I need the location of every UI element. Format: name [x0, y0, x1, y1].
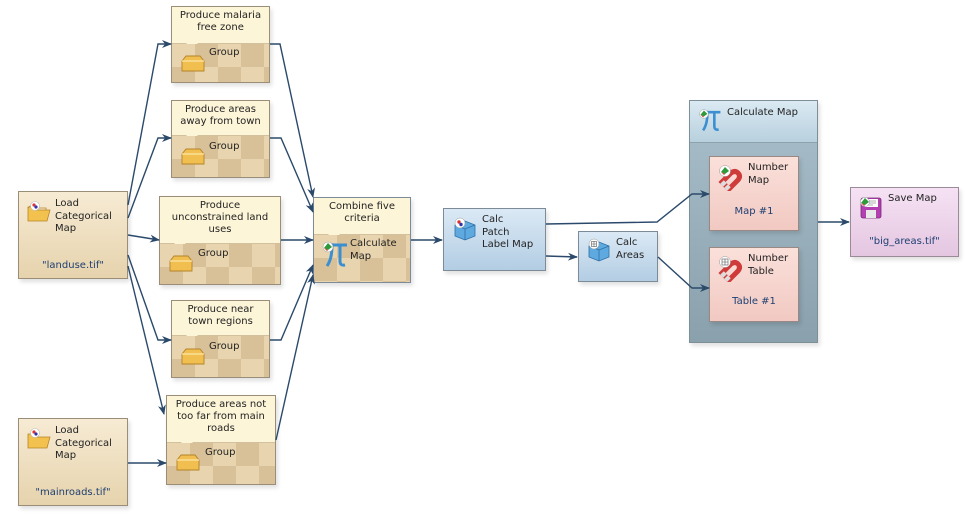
number-table-node[interactable]: Number Table Table #1: [709, 247, 799, 322]
group-description: Produce malaria free zone: [172, 7, 269, 49]
magnet-table-icon: [717, 254, 745, 285]
box-map-icon: [452, 216, 478, 245]
wire-calc-patch-to-calc-areas: [545, 252, 578, 261]
group-body: Group: [172, 136, 269, 177]
node-title: Save Map: [888, 193, 937, 204]
wire-main-roads-to-combine: [275, 274, 315, 441]
title-line: Load: [55, 425, 79, 436]
description-text: Produce malaria free zone: [179, 10, 262, 33]
folder-closed-icon: [180, 346, 206, 369]
group-description: Produce unconstrained land uses: [160, 197, 280, 249]
description-text: Produce unconstrained land uses: [171, 200, 269, 235]
node-title: Number Table: [748, 253, 788, 278]
title-line: Map: [748, 174, 770, 186]
node-value: "big_areas.tif": [869, 236, 940, 247]
node-description: Combine five criteria: [314, 198, 410, 240]
wire-calc-patch-to-number-map: [545, 190, 710, 225]
group-body: Group: [167, 443, 275, 484]
group-areas-away-from-town-node[interactable]: Produce areas away from town Group: [171, 100, 270, 178]
folder-open-icon: [26, 427, 52, 454]
title-line: Number: [748, 162, 789, 173]
title-line: Number: [748, 253, 789, 264]
node-value: Map #1: [734, 206, 774, 217]
container-header: Calculate Map: [690, 101, 817, 143]
box-table-icon: [586, 237, 612, 266]
title-line: Map: [55, 450, 77, 461]
group-label: Group: [209, 141, 240, 152]
group-body: Group: [172, 336, 269, 377]
group-description: Produce near town regions: [172, 301, 269, 341]
title-line: Calculate: [350, 238, 397, 249]
description-text: Produce near town regions: [187, 304, 254, 327]
container-title: Calculate Map: [727, 107, 798, 118]
group-body: Group: [160, 244, 280, 284]
description-text: Combine five criteria: [328, 201, 395, 224]
pi-icon: [697, 106, 723, 137]
calc-areas-node[interactable]: Calc Areas: [578, 231, 658, 282]
node-title: Calculate Map: [350, 238, 397, 263]
group-label: Group: [209, 47, 240, 58]
group-label: Group: [205, 447, 236, 458]
node-title: Load Categorical Map: [55, 198, 112, 236]
title-line: Patch: [482, 226, 510, 238]
floppy-disk-icon: [858, 195, 884, 224]
title-line: Label Map: [482, 239, 534, 250]
node-title: Number Map: [748, 162, 788, 187]
title-line: Table: [748, 265, 774, 277]
wire-landuse-to-unconstrained: [127, 234, 160, 243]
title-line: Map: [55, 223, 77, 234]
pi-icon: [320, 239, 350, 272]
load-categorical-map-mainroads-node[interactable]: Load Categorical Map "mainroads.tif": [18, 418, 128, 506]
group-near-town-regions-node[interactable]: Produce near town regions Group: [171, 300, 270, 378]
title-line: Areas: [616, 249, 645, 261]
wire-malaria-to-combine: [270, 43, 316, 198]
node-title: Load Categorical Map: [55, 425, 112, 463]
title-line: Categorical: [55, 437, 112, 449]
node-value: "mainroads.tif": [35, 487, 111, 498]
description-text: Produce areas away from town: [180, 104, 261, 127]
folder-closed-icon: [168, 253, 194, 276]
group-label: Group: [198, 248, 229, 259]
group-description: Produce areas not too far from main road…: [167, 396, 275, 448]
folder-closed-icon: [175, 452, 201, 475]
save-map-node[interactable]: Save Map "big_areas.tif": [850, 187, 959, 257]
description-text: Produce areas not too far from main road…: [175, 399, 267, 434]
folder-closed-icon: [180, 146, 206, 169]
node-value: Table #1: [732, 296, 776, 307]
title-line: Categorical: [55, 210, 112, 222]
wire-landuse-to-main-roads: [127, 265, 166, 415]
title-line: Calc: [482, 214, 504, 225]
folder-closed-icon: [180, 53, 206, 76]
group-malaria-free-zone-node[interactable]: Produce malaria free zone Group: [171, 6, 270, 83]
node-title: Calc Patch Label Map: [482, 214, 533, 252]
title-line: Calc: [616, 237, 638, 248]
combine-five-criteria-node[interactable]: Combine five criteria Calculate Map: [313, 197, 411, 283]
load-categorical-map-landuse-node[interactable]: Load Categorical Map "landuse.tif": [18, 191, 128, 279]
group-unconstrained-land-uses-node[interactable]: Produce unconstrained land uses Group: [159, 196, 281, 285]
group-label: Group: [209, 341, 240, 352]
node-title: Calc Areas: [616, 237, 644, 262]
node-value: "landuse.tif": [42, 260, 104, 271]
calc-patch-label-map-node[interactable]: Calc Patch Label Map: [443, 208, 546, 271]
calculate-map-body: Calculate Map: [314, 235, 410, 282]
title-line: Map: [350, 250, 372, 262]
group-description: Produce areas away from town: [172, 101, 269, 141]
title-line: Load: [55, 198, 79, 209]
group-body: Group: [172, 44, 269, 82]
folder-open-icon: [26, 200, 52, 227]
magnet-map-icon: [717, 163, 745, 194]
number-map-node[interactable]: Number Map Map #1: [709, 156, 799, 231]
wire-landuse-to-malaria: [127, 40, 172, 206]
group-areas-near-main-roads-node[interactable]: Produce areas not too far from main road…: [166, 395, 276, 485]
